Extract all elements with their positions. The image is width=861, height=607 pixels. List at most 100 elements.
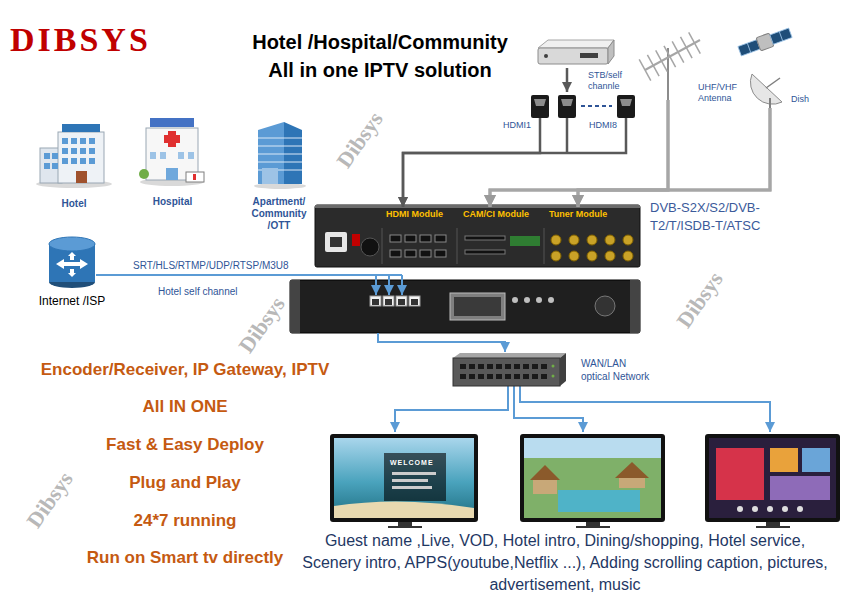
- network-line: [378, 333, 770, 432]
- switch-figure: [460, 364, 466, 369]
- tv-resort: [524, 438, 661, 518]
- satellite-figure: [779, 31, 782, 40]
- hotel-building: [80, 148, 86, 154]
- watermark: Dibsys: [233, 292, 290, 358]
- hotel-building: [52, 163, 58, 169]
- encoder-chassis: [382, 228, 383, 264]
- network-line: [395, 386, 508, 432]
- satellite-figure: [747, 43, 750, 52]
- tv-welcome: [392, 479, 428, 482]
- hospital-building: [160, 152, 166, 159]
- feature-line: Run on Smart tv directly: [20, 548, 350, 568]
- antenna-figure: [656, 50, 668, 71]
- encoder-chassis: [315, 205, 640, 208]
- switch-figure: [453, 353, 566, 358]
- hotel-icon: Hotel: [38, 118, 110, 186]
- encoder-chassis: [315, 205, 640, 267]
- tv-resort: [530, 465, 560, 480]
- set-top-box: [608, 40, 614, 64]
- gateway-chassis: [595, 296, 615, 316]
- hospital-building: [139, 118, 204, 186]
- switch-figure: [496, 364, 502, 369]
- encoder-chassis: [435, 250, 446, 257]
- module-label: Tuner Module: [546, 207, 610, 222]
- hospital-building: [150, 152, 156, 159]
- tv-smart-menu: [756, 526, 790, 528]
- encoder-chassis: [605, 251, 615, 261]
- hotel-building: [76, 171, 87, 183]
- tv-smart-menu: [797, 506, 803, 512]
- hotel-building: [44, 153, 50, 159]
- network-line: [520, 386, 770, 432]
- connector: [578, 108, 770, 207]
- tv-resort: [533, 480, 557, 494]
- stream-input-line: [401, 275, 403, 295]
- tv-welcome: [334, 501, 474, 518]
- switch-figure: [532, 364, 538, 369]
- node-label: HDMI8: [589, 120, 617, 131]
- gateway-chassis: [290, 280, 300, 333]
- satellite-figure: [770, 28, 792, 44]
- node-label: Dish: [791, 94, 809, 105]
- hdmi-connector: [566, 118, 569, 153]
- hotel-building: [71, 158, 77, 164]
- antenna: UHF/VHF Antenna: [638, 32, 702, 100]
- hotel-building: [62, 124, 100, 132]
- hospital-building: [178, 152, 184, 159]
- encoder-chassis: [325, 232, 347, 252]
- switch-figure: [505, 364, 511, 369]
- gateway-chassis: [536, 297, 542, 303]
- dish-figure: [750, 74, 782, 108]
- apartment-building: [284, 122, 302, 184]
- gateway-chassis: [290, 280, 640, 333]
- stream-input-line: [388, 275, 390, 295]
- node-label: HDMI Module: [386, 209, 443, 220]
- tv-smart-menu: [782, 506, 788, 512]
- antenna-figure: [664, 46, 676, 67]
- switch-figure: [560, 353, 566, 386]
- gateway-chassis: [290, 280, 640, 333]
- tv-smart-menu: [716, 448, 764, 500]
- watermark: Dibsys: [671, 267, 728, 333]
- gateway-chassis: [398, 299, 405, 305]
- title: Hotel /Hospital/Community All in one IPT…: [245, 28, 515, 84]
- logo: DIBSYS: [10, 20, 151, 60]
- tv-welcome: [392, 486, 432, 489]
- screen-text: WELCOME: [390, 458, 434, 467]
- node-label: Apartment/ Community /OTT: [247, 196, 311, 232]
- tv-smart-menu: [770, 476, 830, 500]
- encoder-chassis: [569, 251, 579, 261]
- tv-welcome: [334, 438, 474, 518]
- network-line: [378, 333, 505, 352]
- antenna-figure: [639, 32, 700, 100]
- network-line: [514, 386, 583, 432]
- hdmi-connector: [620, 99, 632, 106]
- apartment-icon: Apartment/ Community /OTT: [252, 118, 306, 190]
- feature-line: Fast & Easy Deploy: [20, 435, 350, 455]
- encoder-chassis: [551, 251, 561, 261]
- hotel-building: [58, 132, 104, 183]
- module-label: CAM/CI Module: [460, 207, 532, 222]
- satellite-figure: [737, 26, 793, 58]
- node-label: WAN/LAN optical Network: [581, 357, 653, 383]
- switch-figure: [469, 364, 475, 369]
- tv-smart-menu: [737, 506, 743, 512]
- gateway-chassis: [383, 296, 394, 306]
- dish-figure: [766, 78, 780, 88]
- gateway-chassis: [370, 296, 381, 306]
- encoder-chassis: [405, 250, 416, 257]
- tv-resort: [558, 490, 640, 512]
- encoder-chassis: [510, 236, 540, 246]
- hdmi-connector: [534, 99, 546, 106]
- hotel-building: [80, 138, 86, 144]
- encoder-chassis: [623, 235, 633, 245]
- switch-figure: [487, 364, 493, 369]
- hotel-building: [71, 148, 77, 154]
- apartment-building: [258, 146, 302, 147]
- feature-line: All IN ONE: [20, 397, 350, 417]
- apartment-building: [258, 162, 302, 163]
- stream-input-line: [375, 275, 377, 295]
- gateway-chassis: [524, 297, 530, 303]
- gateway-chassis: [396, 296, 407, 306]
- node-label: Hotel: [62, 198, 87, 210]
